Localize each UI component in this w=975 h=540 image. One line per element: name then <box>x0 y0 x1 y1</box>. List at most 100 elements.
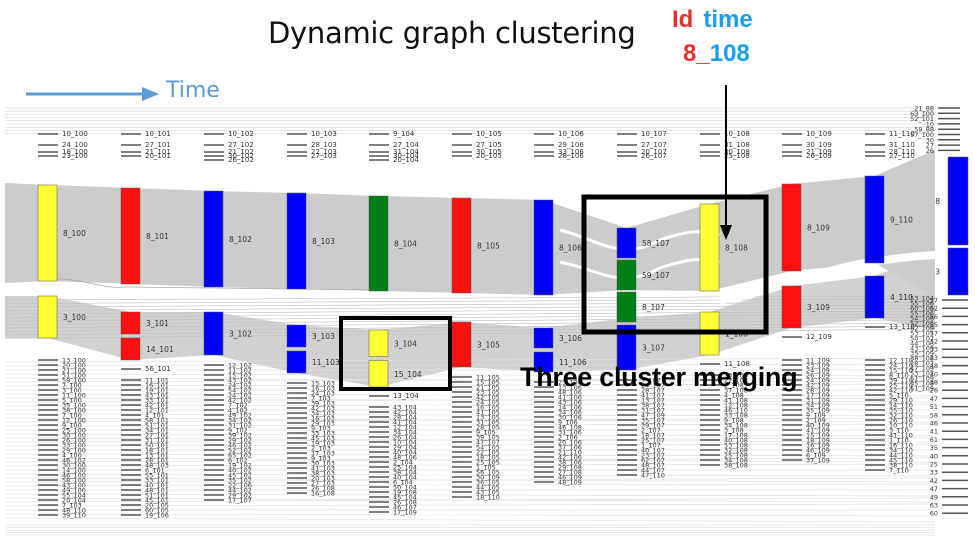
member-flow-line <box>4 453 936 457</box>
member-flow-line <box>4 316 936 325</box>
cluster-label: 3_106 <box>559 334 582 343</box>
node-label: 34_108 <box>724 457 748 465</box>
node-label: 43_109 <box>910 345 934 353</box>
node-label: 35 <box>930 444 938 452</box>
cluster-bar <box>286 350 307 374</box>
cluster-bar <box>533 351 554 373</box>
cluster-label: 3 <box>935 268 940 277</box>
node-label: 28_110 <box>889 148 915 156</box>
node-label: 21_101 <box>145 148 171 156</box>
node-label: 9_100 <box>62 422 82 430</box>
node-label: 35_109 <box>910 350 934 358</box>
node-label: 6_101 <box>145 467 165 475</box>
cluster-label: 59_107 <box>642 271 670 280</box>
node-label: 46_108 <box>558 424 582 432</box>
cluster-label: 58_107 <box>642 239 670 248</box>
node-label: 26_100 <box>62 437 86 445</box>
node-label: 52_105 <box>910 320 934 328</box>
node-label: 50_107 <box>910 335 934 343</box>
node-label: 11_109 <box>806 357 830 365</box>
node-label: 56 <box>930 313 938 321</box>
node-label: 2_104 <box>393 459 413 467</box>
node-label: 13_108 <box>724 372 748 380</box>
node-label: 62_109 <box>910 325 934 333</box>
cluster-bar <box>781 183 802 272</box>
node-label: 46_107 <box>393 504 417 512</box>
cluster-bar <box>37 295 58 339</box>
node-label: 20_106 <box>558 439 582 447</box>
cluster-label: 3_101 <box>146 319 169 328</box>
member-flow-line <box>4 377 936 383</box>
time-column-101 <box>120 133 141 516</box>
node-label: 26_102 <box>228 156 254 164</box>
pointer-arrow-head <box>720 225 732 240</box>
node-label: 24_110 <box>889 362 913 370</box>
cluster-label: 8_103 <box>312 237 335 246</box>
node-label: 21_102 <box>228 148 254 156</box>
node-label: 56_101 <box>145 365 171 373</box>
node-label: 7_107 <box>641 377 661 385</box>
cluster-label: 3_104 <box>394 339 417 348</box>
node-label: 6_109 <box>806 452 826 460</box>
node-label: 44_110 <box>889 452 913 460</box>
node-label: 48_106 <box>393 454 417 462</box>
node-label: 55 <box>930 321 938 329</box>
node-label: 10_108 <box>724 130 750 138</box>
member-flow-line <box>4 301 936 308</box>
node-label: 30_102 <box>228 152 254 160</box>
node-label: 18_107 <box>641 432 665 440</box>
node-label: 33 <box>930 346 938 354</box>
cluster-bar <box>616 227 637 259</box>
member-flow-line <box>4 423 936 427</box>
node-label: 21_100 <box>62 367 86 375</box>
node-label: 10_110 <box>889 422 913 430</box>
node-label: 51_101 <box>145 492 169 500</box>
node-label: 39_110 <box>889 377 913 385</box>
member-flow-line <box>4 307 936 315</box>
time-column-105 <box>451 133 472 498</box>
cluster-label: 8_106 <box>559 244 582 253</box>
member-flow-line <box>4 443 936 447</box>
node-label: 10_100 <box>62 130 88 138</box>
node-label: 33 <box>930 469 938 477</box>
node-label: 24_102 <box>228 382 252 390</box>
node-label: 48_107 <box>641 462 665 470</box>
node-label: 41_106 <box>558 394 582 402</box>
node-label: 27_102 <box>228 141 254 149</box>
node-label: 45_110 <box>889 457 913 465</box>
node-label: 24_105 <box>476 399 500 407</box>
node-label: 57 <box>930 297 938 305</box>
node-label: 22_106 <box>228 482 252 490</box>
node-label: 44_102 <box>228 487 252 495</box>
node-label: 30_105 <box>476 148 502 156</box>
node-label: 34_106 <box>558 409 582 417</box>
node-label: 4_101 <box>145 412 165 420</box>
node-label: 11_105 <box>476 374 500 382</box>
node-label: 48_101 <box>145 487 169 495</box>
node-label: 11_110 <box>889 130 915 138</box>
time-column-107 <box>616 133 637 476</box>
node-label: 57_100 <box>910 131 934 139</box>
cluster-bar <box>451 321 472 368</box>
cluster-bar <box>286 324 307 348</box>
node-label: 18_100 <box>62 148 88 156</box>
node-label: 13_100 <box>62 357 86 365</box>
cluster-label: 9_110 <box>890 216 913 225</box>
node-label: 45_102 <box>228 472 252 480</box>
node-label: 42_106 <box>558 454 582 462</box>
node-label: 38_107 <box>641 402 665 410</box>
node-label: 30_108 <box>724 148 750 156</box>
node-label: 49_102 <box>228 412 252 420</box>
time-axis-label: Time <box>166 78 220 103</box>
node-label: 44_108 <box>910 340 934 348</box>
cluster-bar <box>451 197 472 294</box>
node-label: 63 <box>930 502 938 510</box>
cluster-label: 14_101 <box>146 345 174 354</box>
time-column-103 <box>286 133 307 494</box>
cluster-label: 11_106 <box>559 358 587 367</box>
node-label: 29_102 <box>228 437 252 445</box>
node-label: 27_105 <box>476 141 502 149</box>
node-label: 30_100 <box>62 432 86 440</box>
node-label: 62_107 <box>641 457 665 465</box>
